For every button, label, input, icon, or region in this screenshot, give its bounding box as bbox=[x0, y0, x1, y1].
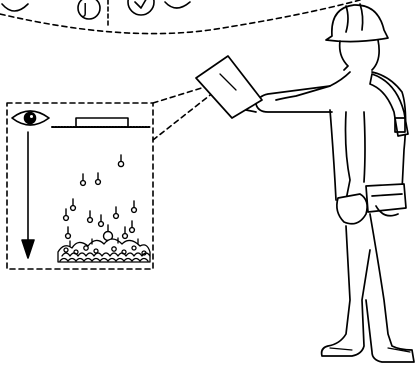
particle bbox=[132, 201, 137, 212]
particle bbox=[114, 207, 119, 218]
worker-head bbox=[340, 40, 379, 70]
particle bbox=[99, 215, 104, 226]
down-arrow-icon bbox=[22, 132, 34, 258]
bubble-symbol-center bbox=[78, 0, 100, 19]
particle bbox=[104, 225, 113, 241]
harness-strap bbox=[370, 74, 408, 136]
worker-belt bbox=[366, 184, 406, 212]
leader-line-top bbox=[153, 86, 208, 103]
worker-arm bbox=[256, 86, 332, 112]
sediment-pile bbox=[58, 238, 150, 262]
worker-right-leg bbox=[366, 214, 414, 362]
hard-hat-icon bbox=[326, 4, 388, 42]
worker-left-leg bbox=[322, 226, 370, 356]
particle bbox=[64, 209, 69, 220]
particle bbox=[88, 211, 93, 222]
leader-line-bottom bbox=[153, 92, 214, 140]
thought-bubble bbox=[0, 0, 360, 34]
bubble-symbol-far-right bbox=[165, 2, 190, 8]
particle-sediment bbox=[64, 155, 137, 241]
held-sheet-icon bbox=[196, 56, 262, 118]
bubble-symbol-right bbox=[128, 0, 154, 15]
particle bbox=[66, 227, 71, 238]
worker-side-arm bbox=[346, 112, 366, 200]
particle bbox=[81, 174, 86, 185]
bubble-glyph: J bbox=[82, 0, 87, 18]
particle bbox=[71, 199, 76, 210]
bubble-symbol-left bbox=[2, 4, 28, 11]
worker-glove bbox=[337, 194, 367, 224]
particle bbox=[130, 221, 135, 232]
eye-icon bbox=[12, 111, 49, 125]
particle bbox=[123, 227, 128, 238]
worker-figure bbox=[196, 4, 414, 362]
sample-sheet-icon bbox=[52, 118, 150, 127]
particle bbox=[96, 173, 101, 184]
particle bbox=[118, 155, 123, 167]
